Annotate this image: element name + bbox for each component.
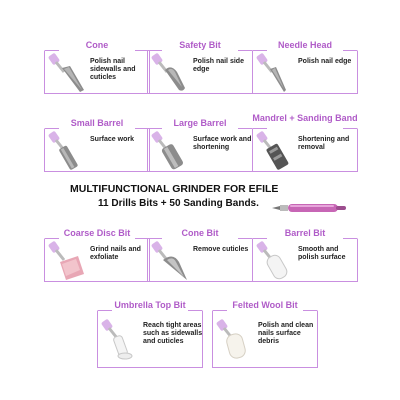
tile-title: Coarse Disc Bit	[63, 228, 131, 238]
tile-felted-wool: Felted Wool Bit Polish and clean nails s…	[210, 300, 320, 368]
tile-desc: Polish nail side edge	[193, 58, 244, 73]
banner-subline: 11 Drills Bits + 50 Sanding Bands.	[98, 198, 259, 209]
small-barrel-icon	[48, 131, 78, 170]
tile-title: Cone Bit	[181, 228, 219, 238]
needle-head-icon	[256, 53, 286, 92]
tile-title: Barrel Bit	[284, 228, 326, 238]
tile-title-text: Mandrel + Sanding Band	[252, 113, 358, 123]
tile-desc: Surface work	[90, 136, 134, 143]
tile-safety-bit: Safety Bit Polish nail side edge	[145, 40, 255, 96]
tile-desc: Remove cuticles	[193, 246, 249, 253]
tile-desc: Shortening and removal	[298, 136, 350, 151]
efile-pen-icon	[272, 204, 346, 212]
tile-frame	[252, 50, 358, 94]
tile-title: Mandrel + Sanding Band	[250, 114, 360, 123]
cone-bit-ceramic-icon	[151, 241, 187, 280]
mandrel-icon	[256, 131, 289, 170]
tile-umbrella-top: Umbrella Top Bit Reach tight areas such …	[95, 300, 205, 368]
tile-title: Umbrella Top Bit	[114, 300, 186, 310]
tile-title: Small Barrel	[70, 118, 124, 128]
tile-desc: Polish and clean nails surface debris	[258, 322, 314, 345]
tile-desc: Grind nails and exfoliate	[90, 246, 141, 261]
barrel-bit-icon	[256, 241, 288, 280]
tile-frame	[97, 310, 203, 368]
cone-bit-icon	[48, 53, 84, 92]
coarse-disc-icon	[48, 241, 84, 280]
tile-frame	[44, 238, 150, 282]
tile-needle-head: Needle Head Polish nail edge	[250, 40, 360, 96]
large-barrel-icon	[151, 131, 183, 170]
tile-desc: Surface work and shortening	[193, 136, 252, 151]
tile-large-barrel: Large Barrel Surface work and shortening	[145, 118, 255, 174]
tile-small-barrel: Small Barrel Surface work	[42, 118, 152, 174]
tile-frame	[44, 50, 150, 94]
felt-wool-icon	[216, 319, 246, 359]
tile-title: Cone	[85, 40, 109, 50]
product-banner: MULTIFUNCTIONAL GRINDER FOR EFILE 11 Dri…	[60, 183, 350, 219]
tile-title: Felted Wool Bit	[232, 300, 298, 310]
safety-bit-icon	[151, 53, 185, 91]
umbrella-top-icon	[101, 319, 133, 360]
tile-desc: Polish nail sidewalls and cuticles	[90, 58, 136, 81]
tile-desc: Polish nail edge	[298, 58, 352, 65]
banner-headline: MULTIFUNCTIONAL GRINDER FOR EFILE	[70, 183, 279, 195]
tile-frame	[212, 310, 318, 368]
tile-title: Needle Head	[277, 40, 333, 50]
tile-frame	[252, 128, 358, 172]
tile-coarse-disc: Coarse Disc Bit Grind nails and exfoliat…	[42, 228, 152, 284]
tile-mandrel: Mandrel + Sanding Band Shortening and re…	[250, 114, 360, 174]
tile-barrel-bit: Barrel Bit Smooth and polish surface	[250, 228, 360, 284]
tile-cone: Cone Polish nail sidewalls and cuticles	[42, 40, 152, 96]
tile-title: Safety Bit	[179, 40, 221, 50]
tile-desc: Reach tight areas such as sidewalls and …	[143, 322, 203, 345]
tile-frame	[252, 238, 358, 282]
tile-frame	[44, 128, 150, 172]
tile-cone-bit: Cone Bit Remove cuticles	[145, 228, 255, 284]
tile-desc: Smooth and polish surface	[298, 246, 346, 261]
tile-title: Large Barrel	[173, 118, 227, 128]
